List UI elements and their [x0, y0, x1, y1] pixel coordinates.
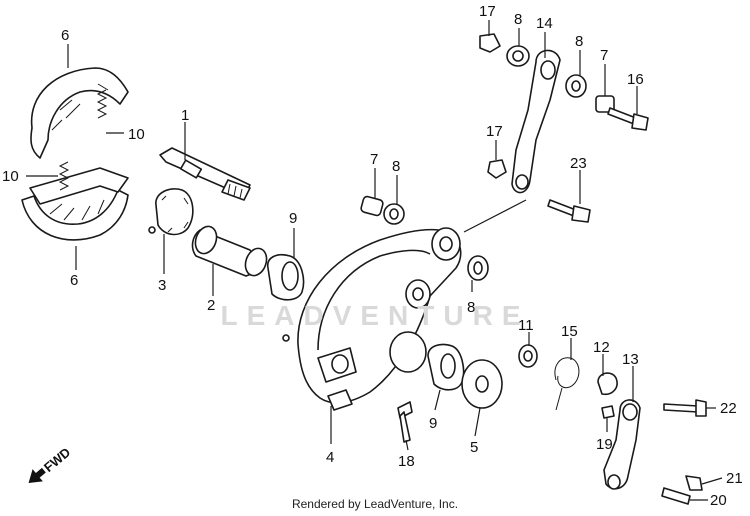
forward-arrow-icon — [28, 467, 46, 483]
callout-5: 5 — [470, 439, 478, 456]
cam-collar[interactable] — [191, 223, 270, 278]
callout-3: 3 — [158, 277, 166, 294]
callout-9-left: 9 — [289, 210, 297, 227]
bushing-7-left[interactable] — [360, 195, 384, 217]
return-spring[interactable] — [554, 357, 580, 411]
nut-17-middle[interactable] — [487, 159, 507, 179]
shoe-spring-lower[interactable] — [58, 161, 70, 191]
washer-8-top[interactable] — [506, 45, 530, 67]
nut-17-top[interactable] — [479, 33, 501, 53]
washer-8-right[interactable] — [565, 74, 587, 98]
callout-7-left: 7 — [370, 151, 378, 168]
forward-direction-marker: FWD — [28, 444, 73, 483]
callout-20: 20 — [710, 492, 727, 509]
bolt-22[interactable] — [663, 399, 707, 417]
watermark-text: LEADVENTURE — [220, 300, 530, 331]
callout-16: 16 — [627, 71, 644, 88]
render-credit: Rendered by LeadVenture, Inc. — [291, 497, 459, 511]
bolt-23[interactable] — [547, 199, 591, 223]
brake-arm-upper[interactable] — [511, 49, 561, 194]
callout-8-right: 8 — [575, 33, 583, 50]
callout-2: 2 — [207, 297, 215, 314]
callout-18: 18 — [398, 453, 415, 470]
callout-8-plate: 8 — [467, 299, 475, 316]
callout-13: 13 — [622, 351, 639, 368]
brake-camshaft[interactable] — [159, 147, 251, 201]
washer-8-left[interactable] — [383, 203, 405, 225]
pin-19[interactable] — [601, 405, 615, 419]
callout-8-top: 8 — [514, 11, 522, 28]
brake-arm-lower[interactable] — [603, 399, 641, 490]
callout-15: 15 — [561, 323, 578, 340]
fwd-label: FWD — [41, 444, 73, 475]
cotter-clip-21[interactable] — [685, 475, 703, 491]
callout-7-right: 7 — [600, 47, 608, 64]
callout-10-lower: 10 — [2, 168, 19, 185]
callout-17-mid: 17 — [486, 123, 503, 140]
callout-22: 22 — [720, 400, 737, 417]
callout-1: 1 — [181, 107, 189, 124]
callout-19: 19 — [596, 436, 613, 453]
brake-shoe-lower[interactable] — [21, 167, 129, 241]
callout-labels: 6 10 10 6 1 3 2 9 7 8 17 8 14 8 7 16 17 … — [2, 3, 743, 509]
shoe-spring-upper[interactable] — [96, 89, 108, 119]
brake-panel[interactable] — [282, 227, 462, 411]
spring-plate[interactable] — [597, 372, 618, 396]
callout-14: 14 — [536, 15, 553, 32]
wear-indicator-gear[interactable] — [148, 188, 194, 236]
bolt-16[interactable] — [607, 107, 649, 131]
callout-11: 11 — [518, 317, 534, 334]
callout-17-top: 17 — [479, 3, 496, 20]
washer-8-plate[interactable] — [467, 255, 489, 281]
o-ring-11[interactable] — [518, 344, 538, 368]
dust-seal-left[interactable] — [266, 253, 305, 301]
callout-10-upper: 10 — [128, 126, 145, 143]
callout-9-right: 9 — [429, 415, 437, 432]
brake-shoe-upper[interactable] — [30, 67, 129, 159]
callout-8-left: 8 — [392, 158, 400, 175]
callout-23: 23 — [570, 155, 587, 172]
callout-6-lower: 6 — [70, 272, 78, 289]
callout-4: 4 — [326, 449, 334, 466]
callout-21: 21 — [726, 470, 743, 487]
callout-6-upper: 6 — [61, 27, 69, 44]
dust-seal-right[interactable] — [427, 343, 465, 391]
callout-12: 12 — [593, 339, 610, 356]
leader-lines — [26, 20, 723, 501]
bolt-18[interactable] — [397, 401, 413, 443]
clevis-pin-20[interactable] — [661, 487, 691, 505]
thrust-washer[interactable] — [461, 359, 503, 409]
